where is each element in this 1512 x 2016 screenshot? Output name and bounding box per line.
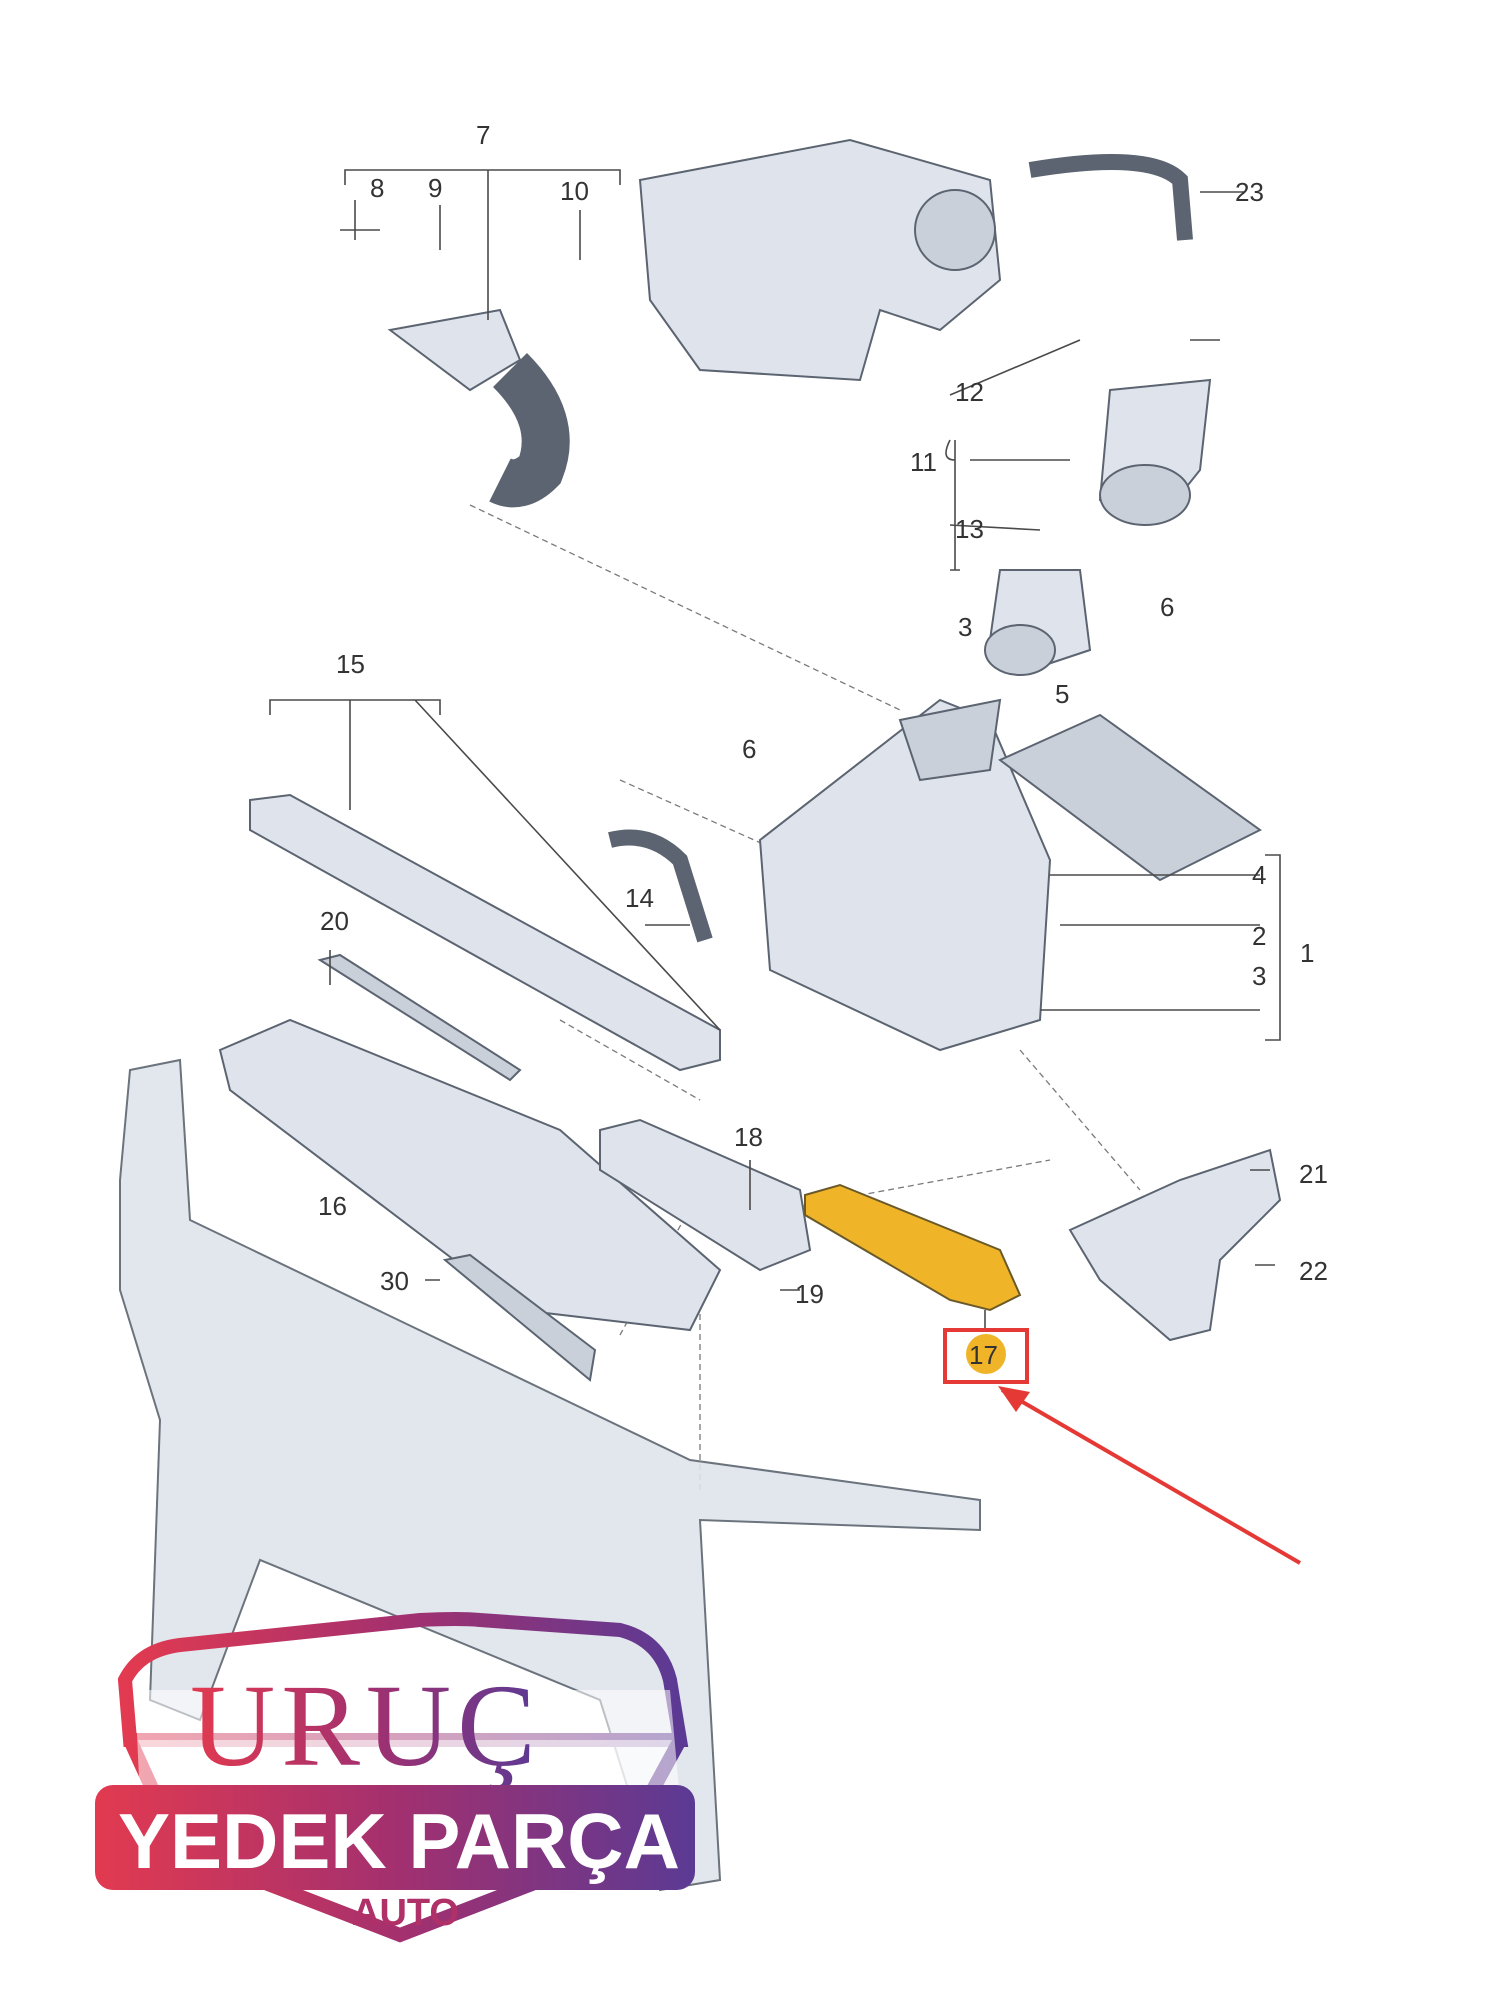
label-12: 12 bbox=[955, 377, 984, 407]
bracket-21 bbox=[1068, 1148, 1282, 1342]
intake-bellows-11 bbox=[1098, 378, 1212, 526]
hose-14 bbox=[608, 829, 713, 943]
label-10: 10 bbox=[560, 176, 589, 206]
highlight-part-17: 17 bbox=[943, 1328, 1302, 1565]
label-30: 30 bbox=[380, 1266, 409, 1296]
air-duct-16 bbox=[218, 1018, 722, 1332]
plate-30 bbox=[442, 1253, 597, 1382]
label-14: 14 bbox=[625, 883, 654, 913]
label-11: 11 bbox=[910, 447, 937, 477]
label-9: 9 bbox=[428, 173, 442, 203]
label-23: 23 bbox=[1235, 177, 1264, 207]
label-6-lower: 6 bbox=[742, 734, 756, 764]
label-19: 19 bbox=[795, 1279, 824, 1309]
label-20: 20 bbox=[320, 906, 349, 936]
cover-15 bbox=[249, 793, 721, 1072]
air-guide-17 bbox=[804, 1183, 1022, 1312]
vent-hose-23 bbox=[1028, 154, 1193, 241]
label-13: 13 bbox=[955, 514, 984, 544]
uruc-logo: URUÇ YEDEK PARÇA AUTO bbox=[95, 1612, 695, 1943]
air-filter-housing-1 bbox=[758, 698, 1052, 1052]
label-16: 16 bbox=[318, 1191, 347, 1221]
label-17: 17 bbox=[969, 1340, 998, 1370]
label-5: 5 bbox=[1055, 679, 1069, 709]
seal-strip-20 bbox=[317, 953, 522, 1082]
logo-subtitle: YEDEK PARÇA bbox=[118, 1797, 680, 1885]
intake-hose-7 bbox=[387, 308, 570, 508]
turbocharger bbox=[638, 138, 1002, 382]
red-arrow bbox=[1000, 1388, 1302, 1565]
label-15: 15 bbox=[336, 649, 365, 679]
part-labels: 7 8 9 10 23 12 11 13 6 3 5 15 6 4 2 1 3 … bbox=[318, 120, 1328, 1309]
label-2: 2 bbox=[1252, 921, 1266, 951]
label-6-upper: 6 bbox=[1160, 592, 1174, 622]
leader-lines bbox=[269, 169, 1281, 1335]
label-3-upper: 3 bbox=[958, 612, 972, 642]
label-4: 4 bbox=[1252, 860, 1266, 890]
label-18: 18 bbox=[734, 1122, 763, 1152]
label-1: 1 bbox=[1300, 938, 1314, 968]
arrow-head-icon bbox=[998, 1386, 1030, 1412]
air-mass-meter-5 bbox=[984, 569, 1092, 676]
label-7: 7 bbox=[476, 120, 490, 150]
logo-tagline: AUTO bbox=[352, 1892, 459, 1934]
resonator-18 bbox=[599, 1118, 812, 1272]
label-22: 22 bbox=[1299, 1256, 1328, 1286]
label-3-lower: 3 bbox=[1252, 961, 1266, 991]
logo-title: URUÇ bbox=[190, 1660, 542, 1791]
filter-element-4 bbox=[998, 713, 1262, 882]
label-8: 8 bbox=[370, 173, 384, 203]
label-21: 21 bbox=[1299, 1159, 1328, 1189]
